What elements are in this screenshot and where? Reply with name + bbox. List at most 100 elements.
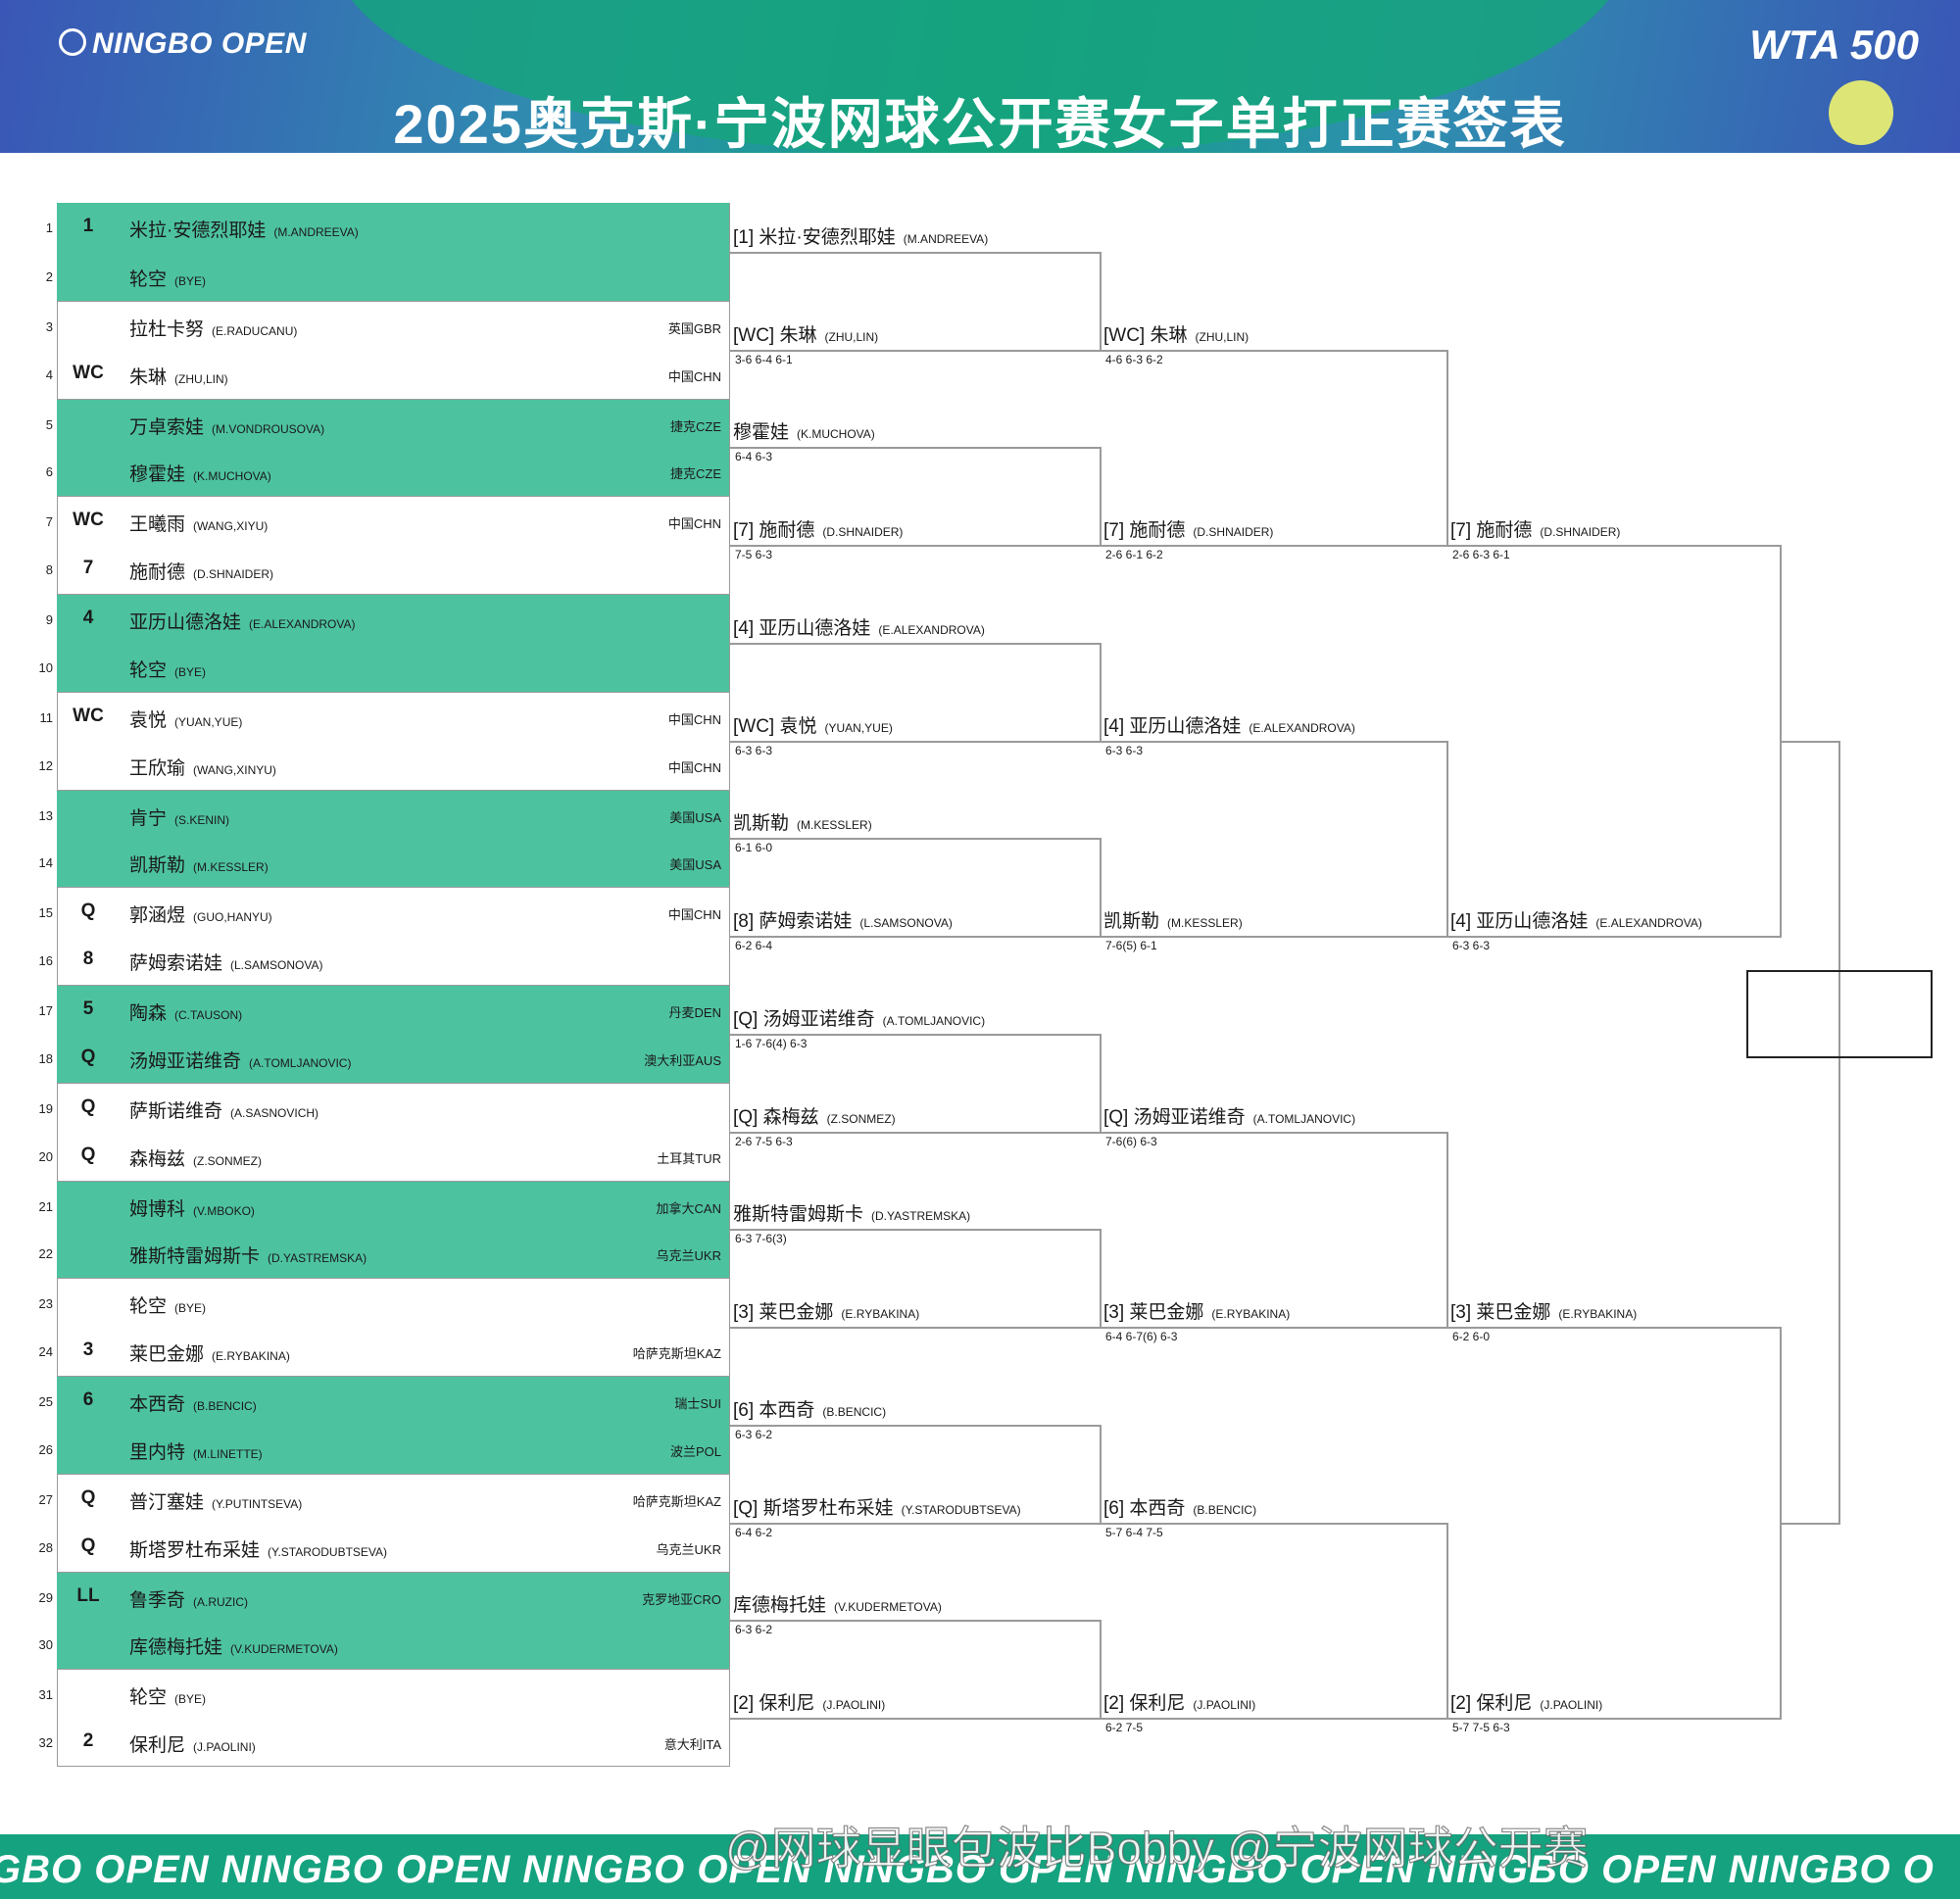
round2-connector — [1100, 1229, 1102, 1329]
result-player: [4] 亚历山德洛娃(E.ALEXANDROVA) — [733, 613, 985, 640]
round2-line — [729, 1229, 1100, 1231]
player-country: 丹麦DEN — [668, 1005, 721, 1020]
result-player-en: (B.BENCIC) — [1193, 1503, 1257, 1517]
player-name: 本西奇(B.BENCIC) — [129, 1389, 257, 1416]
draw-position: 5 — [45, 416, 53, 432]
wta-500-logo: WTA 500 — [1749, 22, 1919, 68]
result-player: [4] 亚历山德洛娃(E.ALEXANDROVA) — [1450, 906, 1702, 933]
round2-line — [729, 1523, 1100, 1525]
quarterfinal-result: [7] 施耐德(D.SHNAIDER)2-6 6-3 6-1 — [1450, 515, 1620, 561]
player-name-zh: 姆博科 — [129, 1198, 186, 1220]
player-name-en: (BYE) — [174, 273, 207, 288]
result-player-zh: 穆霍娃 — [733, 422, 790, 443]
result-player-en: (J.PAOLINI) — [822, 1698, 886, 1712]
player-country: 哈萨克斯坦KAZ — [632, 1493, 721, 1509]
player-country: 中国CHN — [667, 907, 721, 923]
round2-connector — [1100, 1425, 1102, 1525]
match-score: 2-6 7-5 6-3 — [735, 1135, 793, 1148]
result-player-en: (E.RYBAKINA) — [1211, 1307, 1291, 1321]
player-name-en: (GUO,HANYU) — [193, 910, 272, 925]
player-country: 加拿大CAN — [656, 1200, 721, 1216]
match-score: 7-6(6) 6-3 — [1105, 1135, 1157, 1148]
result-player-zh: [Q] 汤姆亚诺维奇 — [1103, 1107, 1246, 1128]
seed-label: 2 — [82, 1730, 94, 1752]
round3-line — [1100, 1718, 1446, 1720]
result-player-en: (M.KESSLER) — [797, 818, 872, 832]
player-name-en: (Y.PUTINTSEVA) — [212, 1496, 303, 1511]
player-name-en: (M.ANDREEVA) — [273, 225, 359, 239]
player-name-en: (E.RADUCANU) — [212, 323, 298, 338]
player-name: 陶森(C.TAUSON) — [129, 998, 242, 1025]
match-score: 3-6 6-4 6-1 — [735, 353, 793, 366]
footer-banner: GBO OPEN NINGBO OPEN NINGBO OPEN NINGBO … — [0, 1834, 1960, 1899]
footer-banner-text: GBO OPEN NINGBO OPEN NINGBO OPEN NINGBO … — [0, 1848, 1935, 1891]
round3-connector — [1446, 741, 1448, 938]
draw-position: 14 — [38, 855, 53, 871]
result-player-en: (A.TOMLJANOVIC) — [1252, 1112, 1356, 1126]
semifinal-line — [1780, 741, 1838, 743]
result-player-en: (E.ALEXANDROVA) — [1595, 916, 1702, 930]
result-player: [WC] 袁悦(YUAN,YUE) — [733, 711, 893, 738]
round2-result: [6] 本西奇(B.BENCIC)6-3 6-2 — [733, 1395, 886, 1441]
seed-label: Q — [80, 1046, 96, 1067]
player-country: 乌克兰UKR — [656, 1541, 721, 1557]
player-country: 土耳其TUR — [657, 1150, 721, 1166]
player-name: 米拉·安德烈耶娃(M.ANDREEVA) — [129, 216, 359, 242]
round2-result: 库德梅托娃(V.KUDERMETOVA) 6-3 6-2 — [733, 1590, 942, 1636]
draw-position: 16 — [38, 953, 53, 969]
player-name-zh: 凯斯勒 — [129, 855, 186, 877]
result-player: 凯斯勒(M.KESSLER) — [1103, 906, 1243, 933]
result-player: 穆霍娃 (K.MUCHOVA) — [733, 417, 875, 444]
seed-label: 1 — [82, 216, 94, 236]
round3-line — [1100, 1523, 1446, 1525]
draw-position: 17 — [38, 1003, 53, 1018]
result-player-zh: [4] 亚历山德洛娃 — [733, 618, 871, 639]
round2-result: [1] 米拉·安德烈耶娃(M.ANDREEVA) — [733, 222, 988, 255]
round3-line — [1100, 1132, 1446, 1134]
draw-position: 24 — [38, 1344, 53, 1360]
draw-position: 7 — [45, 514, 53, 530]
player-name-en: (BYE) — [174, 1301, 207, 1316]
player-name-zh: 库德梅托娃 — [129, 1637, 223, 1659]
draw-position: 27 — [38, 1491, 53, 1507]
result-player-zh: [WC] 袁悦 — [733, 716, 817, 737]
player-name-zh: 轮空 — [129, 1687, 168, 1709]
round2-connector — [1100, 838, 1102, 938]
round3-connector — [1446, 350, 1448, 547]
round3-result: 凯斯勒(M.KESSLER)7-6(5) 6-1 — [1103, 906, 1243, 952]
match-score: 6-3 7-6(3) — [735, 1232, 787, 1245]
result-player: [WC] 朱琳(ZHU,LIN) — [733, 320, 878, 347]
round3-result: [2] 保利尼(J.PAOLINI)6-2 7-5 — [1103, 1688, 1255, 1734]
round2-line — [729, 1132, 1100, 1134]
player-name-en: (E.ALEXANDROVA) — [249, 617, 356, 631]
result-player: [8] 萨姆索诺娃(L.SAMSONOVA) — [733, 906, 953, 933]
match-score: 6-3 6-2 — [735, 1623, 773, 1636]
round2-line — [729, 936, 1100, 938]
result-player-zh: [6] 本西奇 — [733, 1400, 815, 1421]
player-name-en: (BYE) — [174, 1692, 207, 1707]
result-player-zh: [2] 保利尼 — [1450, 1693, 1533, 1714]
seed-label: 3 — [82, 1339, 94, 1361]
draw-position: 21 — [38, 1198, 53, 1214]
result-player-zh: [3] 莱巴金娜 — [1450, 1302, 1551, 1323]
round2-result: [3] 莱巴金娜(E.RYBAKINA) — [733, 1297, 919, 1330]
match-score: 6-2 7-5 — [1105, 1721, 1144, 1734]
result-player: 库德梅托娃(V.KUDERMETOVA) — [733, 1590, 942, 1617]
player-name-en: (Z.SONMEZ) — [193, 1153, 263, 1168]
final-connector — [1838, 741, 1840, 1525]
draw-position: 1 — [45, 220, 53, 235]
result-player-zh: [7] 施耐德 — [1103, 520, 1186, 541]
draw-position: 3 — [45, 318, 53, 334]
result-player-en: (K.MUCHOVA) — [797, 427, 875, 441]
draw-position: 20 — [38, 1148, 53, 1164]
player-name-zh: 轮空 — [129, 1296, 168, 1318]
result-player-en: (Z.SONMEZ) — [826, 1112, 896, 1126]
draw-position: 11 — [39, 709, 54, 725]
